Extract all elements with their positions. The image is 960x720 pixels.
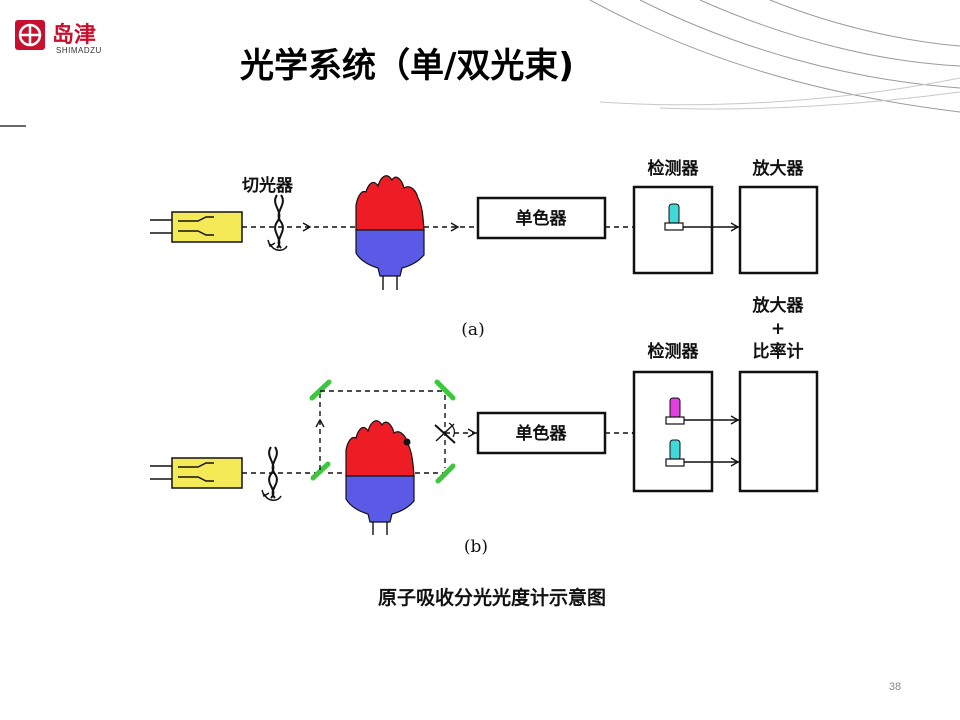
decorative-swoosh (589, 0, 960, 113)
monochromator-b: 单色器 (476, 411, 607, 455)
diagram-b: 单色器 检测器 放大器 + 比率计 (b) (150, 295, 819, 557)
mirror-top-left (309, 379, 332, 401)
hollow-cathode-lamp-a (150, 211, 243, 243)
page-title: 光学系统（单/双光束) (240, 46, 574, 86)
detector-tube-magenta-icon (669, 397, 681, 419)
logo-text-cn: 岛津 (52, 22, 96, 48)
detector-tube-cyan-icon-b (669, 439, 681, 461)
detector-box-b (632, 370, 740, 493)
diagram-a: 切光器 单色器 检测器 放大器 (a) (150, 158, 819, 340)
chopper-icon-a (267, 194, 288, 251)
mirror-bottom-right (435, 463, 456, 484)
monochromator-a: 单色器 (476, 196, 607, 240)
mirror-top-right (434, 379, 456, 401)
figure-caption: 原子吸收分光光度计示意图 (378, 586, 606, 609)
caption-a: (a) (461, 320, 484, 340)
monochromator-label-a: 单色器 (516, 208, 568, 229)
detector-label-b: 检测器 (648, 341, 700, 362)
ratio-meter-label: 比率计 (753, 341, 804, 362)
flame-atomizer-b (345, 420, 415, 535)
amplifier-box-b (738, 370, 819, 493)
chopper-icon-b (261, 446, 282, 501)
flame-atomizer-a (355, 175, 425, 290)
beam-splitter-left (310, 461, 331, 481)
amplifier-label-a: 放大器 (752, 158, 805, 179)
detector-tube-cyan-icon (668, 203, 680, 225)
detector-label-a: 检测器 (648, 158, 700, 179)
amplifier-label-b: 放大器 (752, 295, 805, 316)
detector-box-a (632, 185, 740, 275)
shimadzu-logo: 岛津 SHIMADZU (15, 20, 102, 55)
monochromator-label-b: 单色器 (516, 423, 568, 444)
amplifier-plus: + (771, 319, 785, 339)
page-number: 38 (889, 681, 901, 693)
caption-b: (b) (464, 537, 488, 557)
hollow-cathode-lamp-b (150, 457, 243, 489)
chopper-label: 切光器 (242, 175, 294, 196)
amplifier-box-a (738, 185, 819, 275)
logo-text-en: SHIMADZU (56, 46, 102, 55)
flame-marker-icon (403, 438, 411, 446)
